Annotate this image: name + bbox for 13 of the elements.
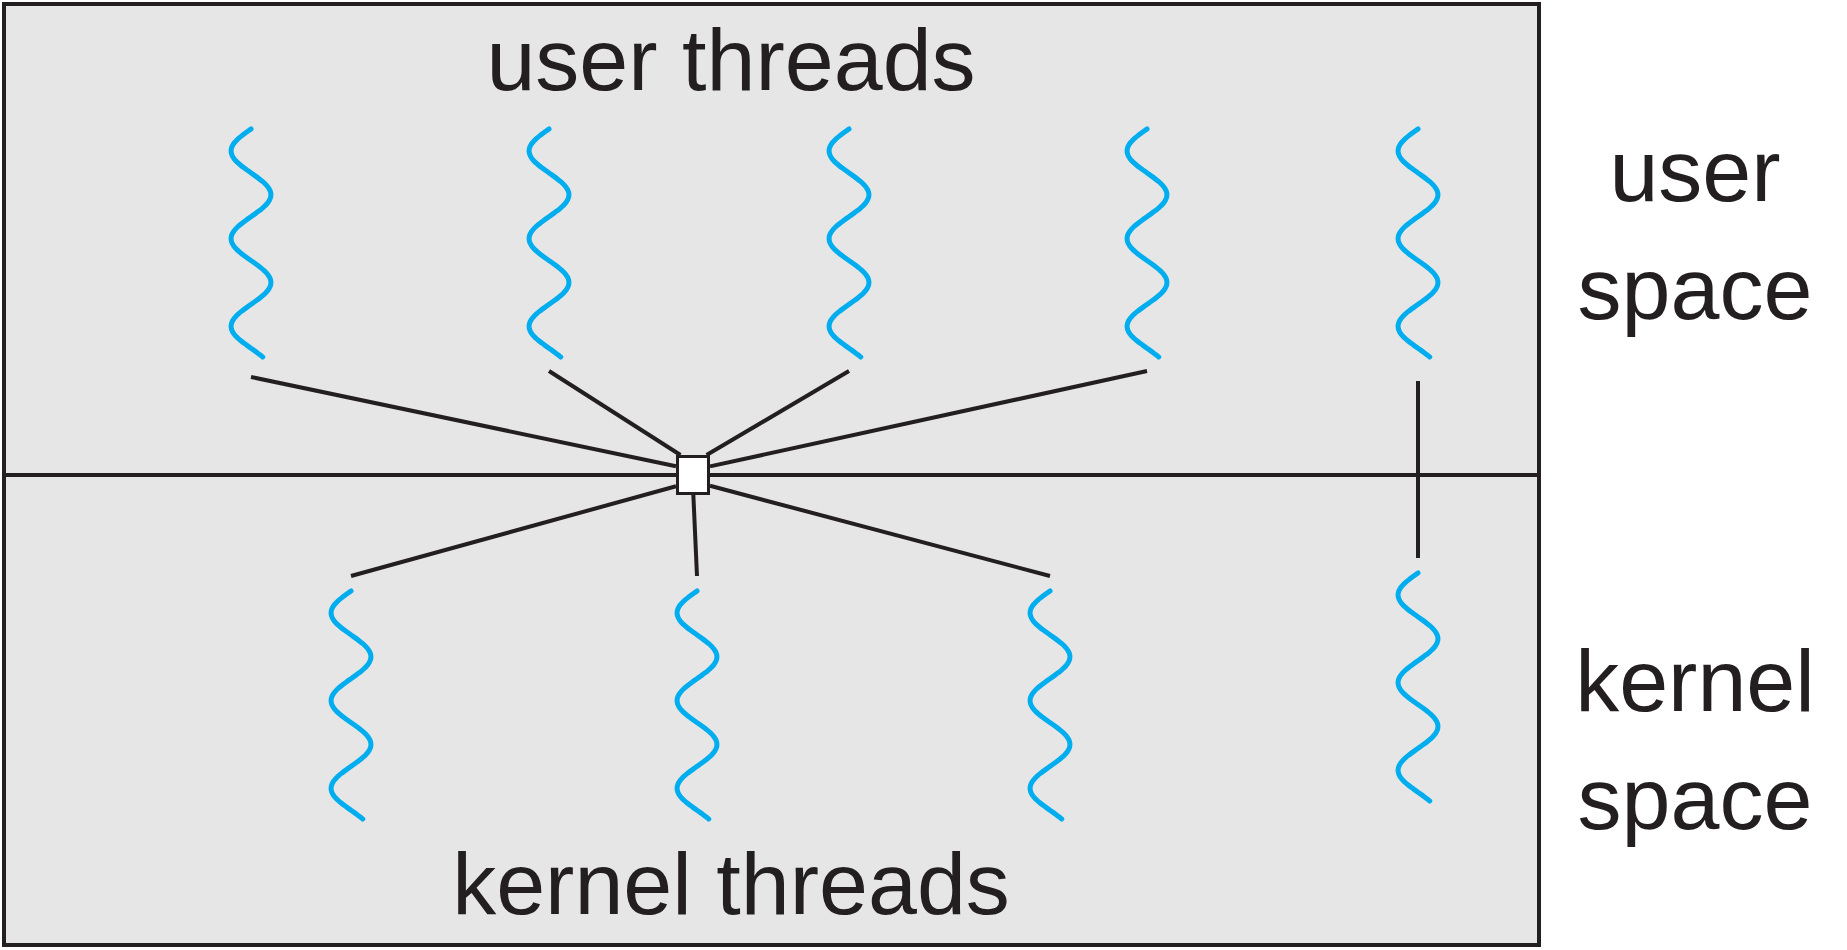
band-title: kernel threads (451, 840, 1011, 928)
connector-line (250, 375, 677, 469)
connector-line (1416, 381, 1420, 558)
space-label: kernel space (1574, 630, 1816, 850)
connector-line (691, 494, 699, 577)
connector-line (709, 369, 1148, 469)
connector-square (676, 455, 710, 495)
space-label: user space (1576, 120, 1814, 340)
connector-line (547, 369, 682, 457)
connector-line (350, 484, 677, 578)
connector-line (705, 369, 850, 457)
connector-line (709, 483, 1051, 578)
band-title: user threads (485, 16, 977, 104)
